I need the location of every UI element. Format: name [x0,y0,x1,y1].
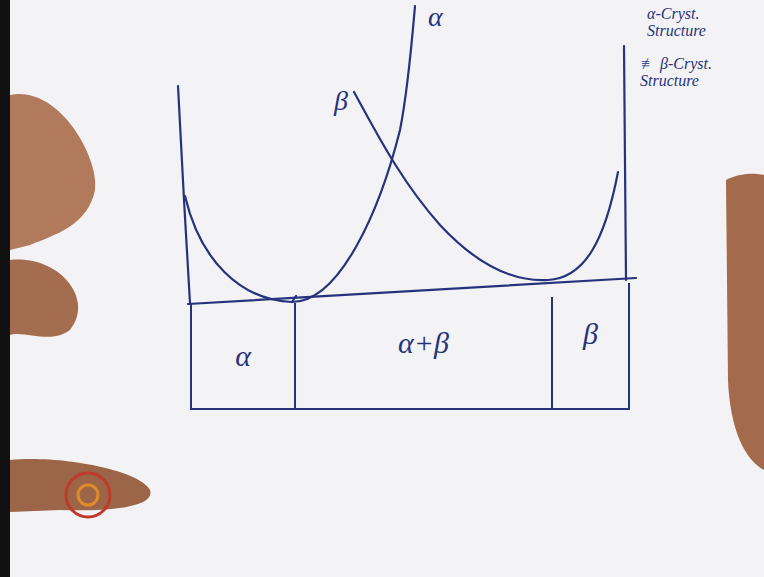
phase-region: α [190,303,296,410]
region-label: α [235,339,251,373]
logo [78,485,98,505]
axis-line [178,86,190,303]
note-text: ≢ β-Cryst. Structure [640,56,758,90]
curve-label: α [428,2,443,31]
common-tangent [188,278,636,304]
note-text: α-Cryst. Structure [647,6,757,40]
hand [10,459,150,512]
curve-label: β [334,86,348,115]
logo [66,473,110,517]
frame-edge [0,0,10,577]
alpha-curve [185,6,415,302]
hand [10,94,95,250]
region-label: α+β [398,326,449,360]
phase-region: α+β [296,297,553,410]
axis-line [624,46,626,280]
hand [10,260,78,337]
phase-region: β [553,283,630,410]
hand [726,174,764,470]
region-label: β [583,317,598,351]
beta-curve [354,92,618,280]
